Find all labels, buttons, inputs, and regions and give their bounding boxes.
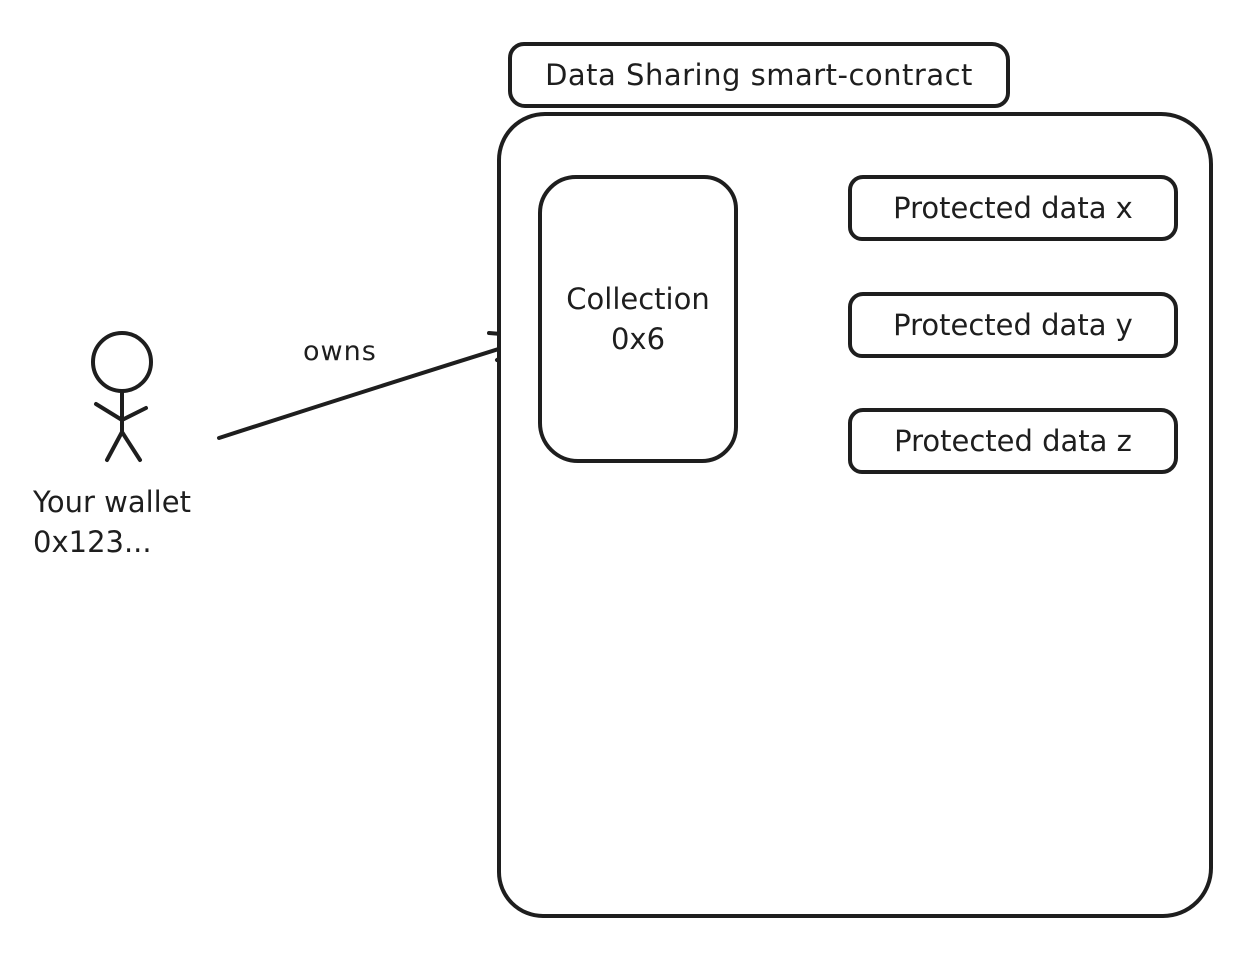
stick-figure-head — [91, 331, 153, 393]
collection-node: Collection 0x6 — [538, 175, 738, 463]
collection-label-line2: 0x6 — [610, 322, 666, 356]
protected-data-y-node: Protected data y — [848, 292, 1178, 358]
wallet-label-line1: Your wallet — [33, 485, 191, 519]
collection-label-line1: Collection — [566, 282, 710, 316]
wallet-label-line2: 0x123... — [33, 525, 152, 559]
stick-figure-icon — [91, 331, 153, 462]
wallet-actor-label: Your wallet 0x123... — [33, 482, 191, 562]
protected-data-x-node: Protected data x — [848, 175, 1178, 241]
stick-figure-legs — [105, 430, 142, 462]
protected-data-z-node: Protected data z — [848, 408, 1178, 474]
owns-arrow — [217, 331, 544, 440]
protected-data-x-label: Protected data x — [893, 191, 1133, 225]
protected-data-y-label: Protected data y — [893, 308, 1133, 342]
smart-contract-container — [497, 112, 1213, 918]
smart-contract-title-box: Data Sharing smart-contract — [508, 42, 1010, 108]
owns-edge-label: owns — [303, 336, 377, 367]
smart-contract-title: Data Sharing smart-contract — [545, 58, 973, 92]
stick-figure-arms — [94, 402, 148, 422]
protected-data-z-label: Protected data z — [894, 424, 1132, 458]
